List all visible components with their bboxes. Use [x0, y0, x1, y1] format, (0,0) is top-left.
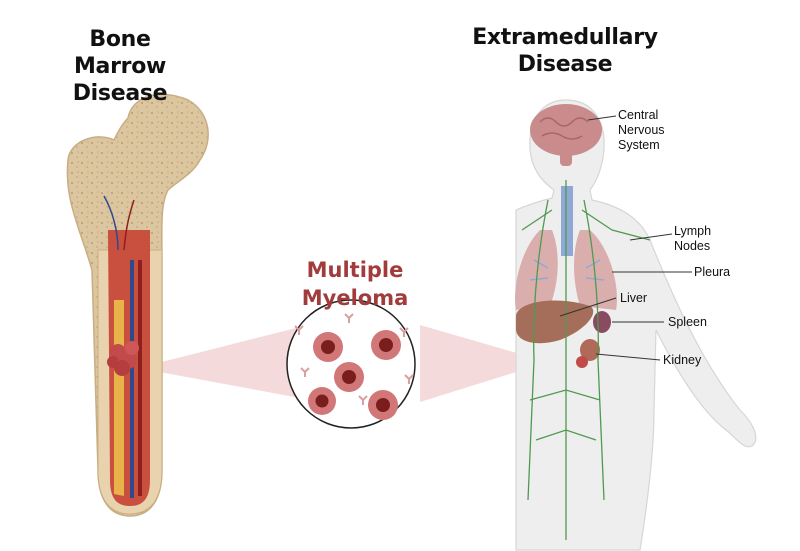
myeloma-cell-icon: [308, 330, 401, 420]
spleen-icon: [593, 311, 611, 333]
lymph-nodes-label: Lymph Nodes: [674, 224, 712, 253]
pleura-label: Pleura: [694, 265, 731, 279]
cns-label: Central Nervous System: [618, 108, 665, 152]
tumor-icon: [107, 341, 139, 376]
antibody-icon: [294, 313, 414, 405]
brain-icon: [530, 104, 602, 166]
kidney-icon: [576, 339, 600, 368]
leader-lines: [559, 115, 692, 361]
lungs-icon: [515, 186, 617, 310]
human-body-icon: [515, 99, 757, 551]
kidney-label: Kidney: [663, 353, 702, 367]
spleen-label: Spleen: [668, 315, 707, 329]
bone-marrow-heading: Bone Marrow Disease: [72, 27, 168, 106]
liver-label: Liver: [620, 291, 648, 305]
myeloma-zoom-circle: [286, 299, 416, 429]
multiple-myeloma-title: Multiple Myeloma: [301, 258, 409, 310]
lymph-vessel-icon: [521, 180, 651, 540]
extramedullary-heading: Extramedullary Disease: [472, 25, 658, 77]
femur-bone-icon: [66, 93, 209, 517]
zoom-projection: [138, 325, 548, 402]
